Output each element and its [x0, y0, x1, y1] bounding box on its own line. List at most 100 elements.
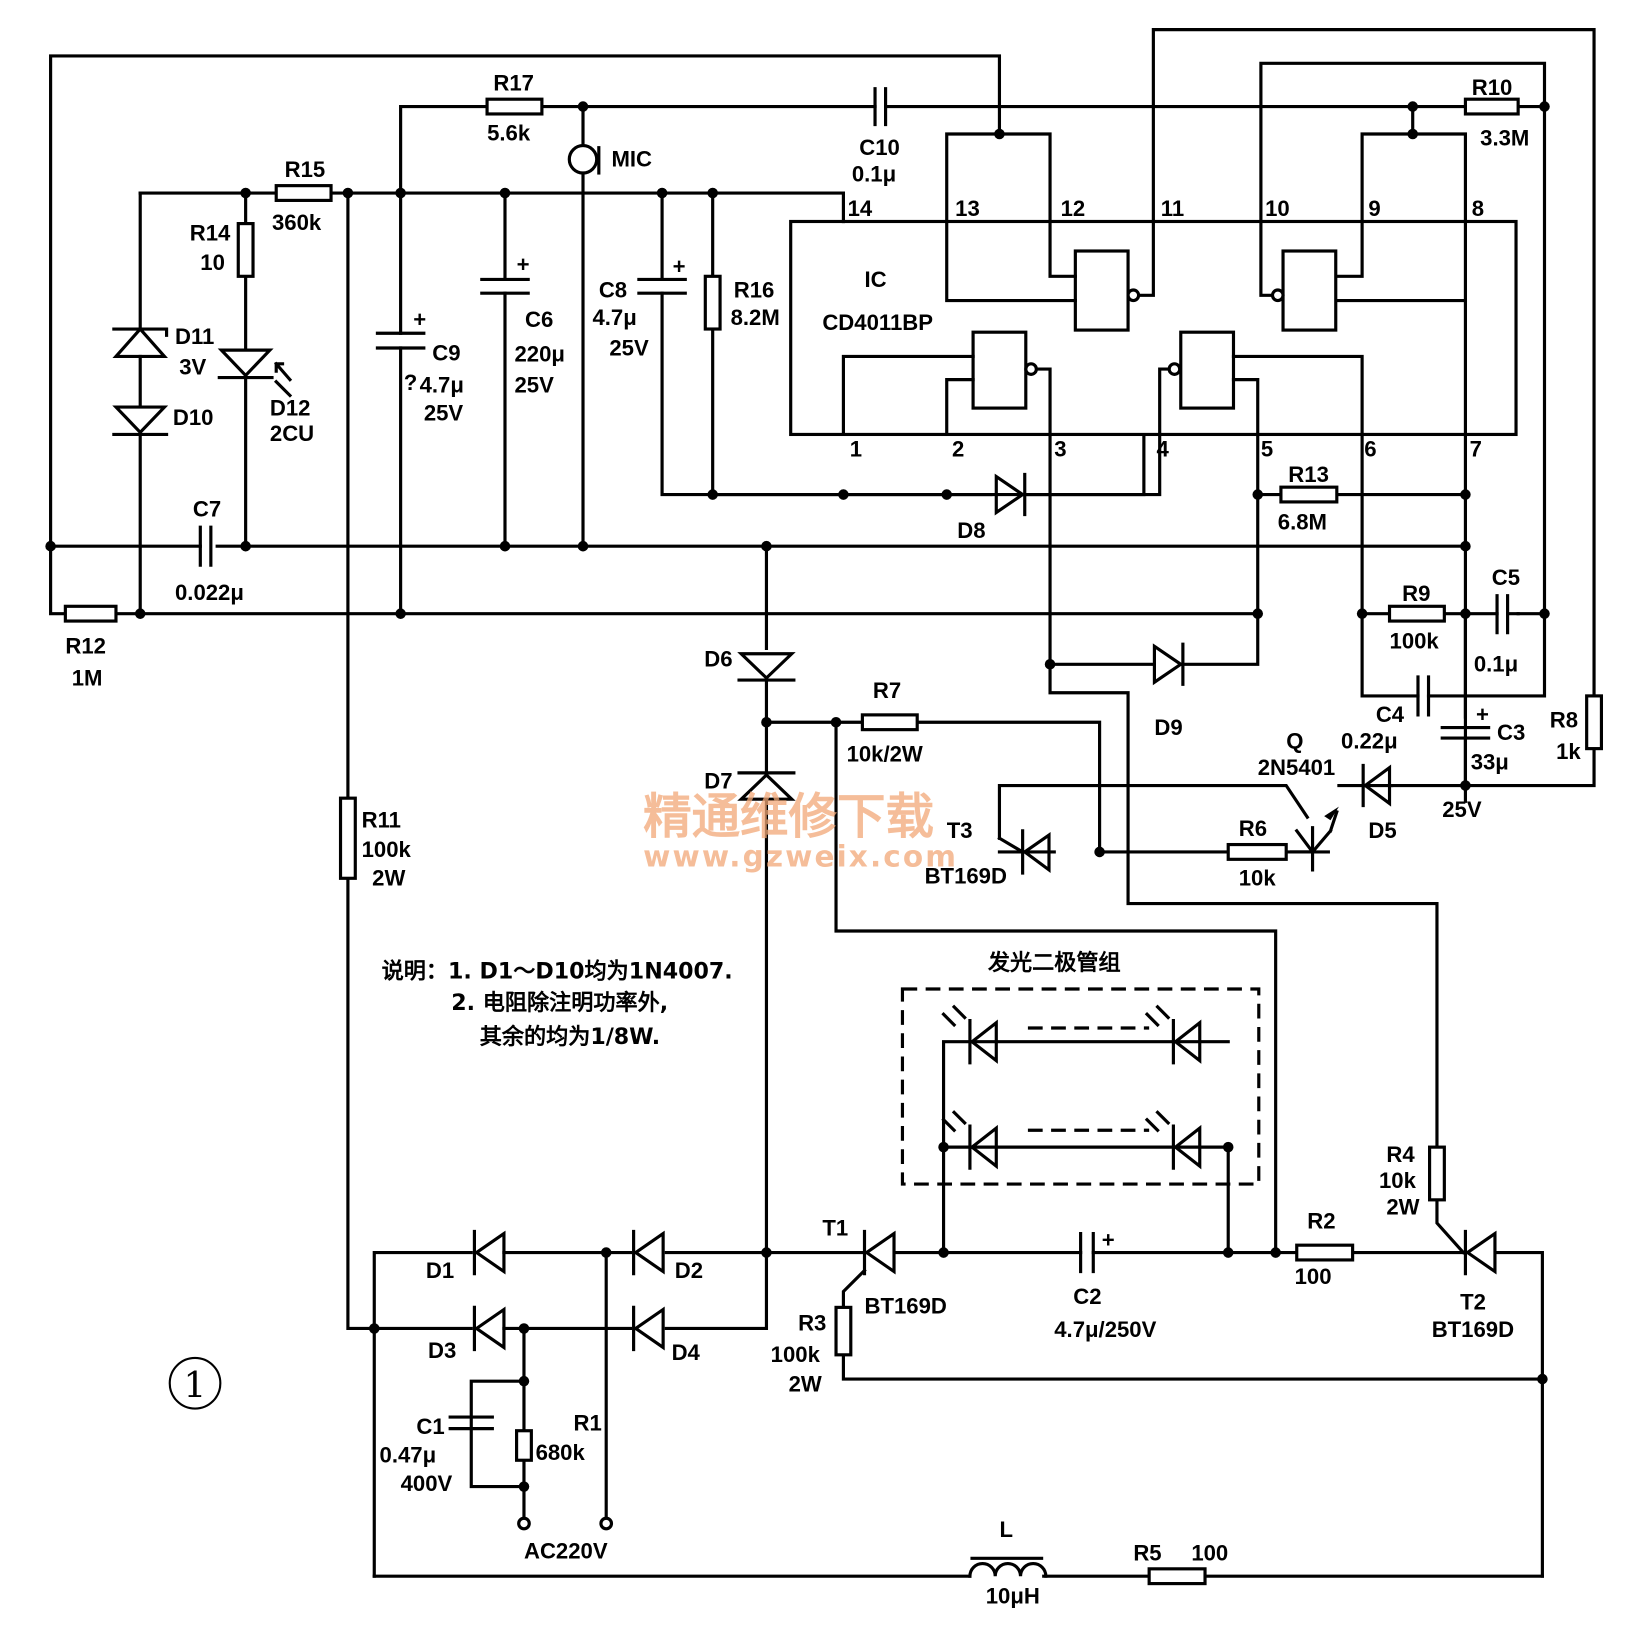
ic-pin-10: 10 — [1265, 196, 1290, 221]
label-r9: R9 — [1402, 581, 1430, 606]
label-mic: MIC — [611, 147, 652, 172]
label-r13: R13 — [1288, 462, 1329, 487]
resistor-r10 — [1463, 97, 1520, 116]
capacitor-c10 — [873, 87, 888, 127]
capacitor-c1 — [448, 1415, 494, 1431]
resistor-r14 — [236, 222, 255, 278]
resistor-r9 — [1387, 604, 1446, 623]
label-c6: C6 — [525, 307, 553, 332]
value-c3: 33μ — [1471, 750, 1509, 775]
plus-c8: + — [673, 254, 686, 279]
ic-pin-13: 13 — [955, 196, 980, 221]
voltage-c8: 25V — [609, 335, 649, 360]
value-r5: 100 — [1191, 1540, 1228, 1565]
ic-pin-1: 1 — [850, 437, 862, 462]
resistor-r5 — [1147, 1567, 1207, 1586]
part-t3: BT169D — [925, 864, 1007, 889]
led-group — [900, 987, 1261, 1186]
inductor-l — [968, 1556, 1048, 1578]
value-c5: 0.1μ — [1474, 652, 1518, 677]
value-r3: 100k — [771, 1342, 821, 1367]
diode-d10 — [112, 405, 169, 437]
capacitor-c3 — [1440, 725, 1491, 740]
voltage-c1: 400V — [401, 1471, 453, 1496]
label-d6: D6 — [704, 646, 732, 671]
thyristor-t1 — [862, 1229, 896, 1276]
value-c8: 4.7μ — [592, 305, 636, 330]
ic-name: IC — [864, 267, 886, 292]
diode-d6 — [737, 652, 796, 682]
watermark: 精通维修下载 www.gzweix.com — [643, 789, 958, 874]
nand-gate-2 — [1179, 330, 1236, 410]
value-r13: 6.8M — [1278, 509, 1327, 534]
label-c1: C1 — [416, 1414, 444, 1439]
value-r1: 680k — [536, 1440, 586, 1465]
value-r9: 100k — [1390, 628, 1440, 653]
label-d4: D4 — [672, 1340, 701, 1365]
value-d12: 2CU — [270, 421, 314, 446]
ic-pin-9: 9 — [1368, 196, 1380, 221]
plus-c9: + — [413, 307, 426, 332]
capacitor-c8 — [637, 277, 687, 295]
label-r7: R7 — [873, 678, 901, 703]
label-r6: R6 — [1239, 816, 1267, 841]
label-c9: C9 — [432, 341, 460, 366]
label-d2: D2 — [675, 1258, 703, 1283]
diode-d2 — [632, 1229, 665, 1276]
resistor-r7 — [860, 713, 919, 732]
value-r16: 8.2M — [731, 305, 780, 330]
junctions — [45, 101, 1550, 1492]
resistor-r8 — [1585, 694, 1604, 751]
nand-gate-1 — [971, 330, 1028, 410]
note-line-2: 2. 电阻除注明功率外, — [451, 990, 668, 1016]
watermark-title: 精通维修下载 — [643, 789, 934, 845]
watermark-url: www.gzweix.com — [643, 840, 958, 874]
value-r2: 100 — [1295, 1264, 1332, 1289]
voltage-c6: 25V — [514, 372, 554, 397]
part-q: 2N5401 — [1258, 755, 1336, 780]
transistor-q — [1289, 806, 1339, 872]
label-t3: T3 — [947, 818, 973, 843]
value-c4: 0.22μ — [1341, 729, 1398, 754]
power-r3: 2W — [789, 1372, 822, 1397]
nand-gate-4 — [1281, 249, 1338, 332]
resistor-r13 — [1279, 485, 1339, 504]
ic-pin-3: 3 — [1054, 437, 1066, 462]
diodes — [112, 326, 1392, 1352]
value-r11: 100k — [362, 837, 412, 862]
value-r17: 5.6k — [487, 120, 531, 145]
led-array — [941, 1004, 1202, 1170]
label-r5: R5 — [1133, 1540, 1161, 1565]
value-r4: 10k — [1379, 1168, 1417, 1193]
resistor-r17 — [485, 97, 544, 116]
thyristor-t3 — [997, 829, 1051, 875]
resistor-r15 — [274, 184, 333, 202]
label-c10: C10 — [859, 135, 900, 160]
label-r14: R14 — [190, 220, 231, 245]
label-r1: R1 — [574, 1411, 602, 1436]
label-c8: C8 — [599, 277, 627, 302]
value-r15: 360k — [272, 210, 322, 235]
plus-c3: + — [1476, 702, 1489, 727]
diode-d4 — [632, 1305, 665, 1352]
label-r2: R2 — [1307, 1208, 1335, 1233]
value-c7: 0.022μ — [175, 580, 244, 605]
capacitor-c4 — [1416, 675, 1431, 717]
label-r8: R8 — [1550, 708, 1578, 733]
value-d11: 3V — [179, 354, 206, 379]
ic-pin-5: 5 — [1261, 437, 1273, 462]
resistor-r12 — [63, 604, 118, 623]
label-q: Q — [1286, 729, 1303, 754]
value-r7: 10k/2W — [847, 741, 923, 766]
resistor-r11 — [338, 796, 357, 880]
label-ac220v: AC220V — [524, 1538, 608, 1563]
value-r12: 1M — [72, 665, 103, 690]
thyristors — [862, 806, 1497, 1276]
microphone — [567, 144, 601, 175]
ic-part: CD4011BP — [822, 310, 933, 335]
label-r4: R4 — [1386, 1142, 1415, 1167]
value-r10: 3.3M — [1480, 126, 1529, 151]
led-d12 — [217, 348, 293, 398]
part-t1: BT169D — [864, 1294, 946, 1319]
